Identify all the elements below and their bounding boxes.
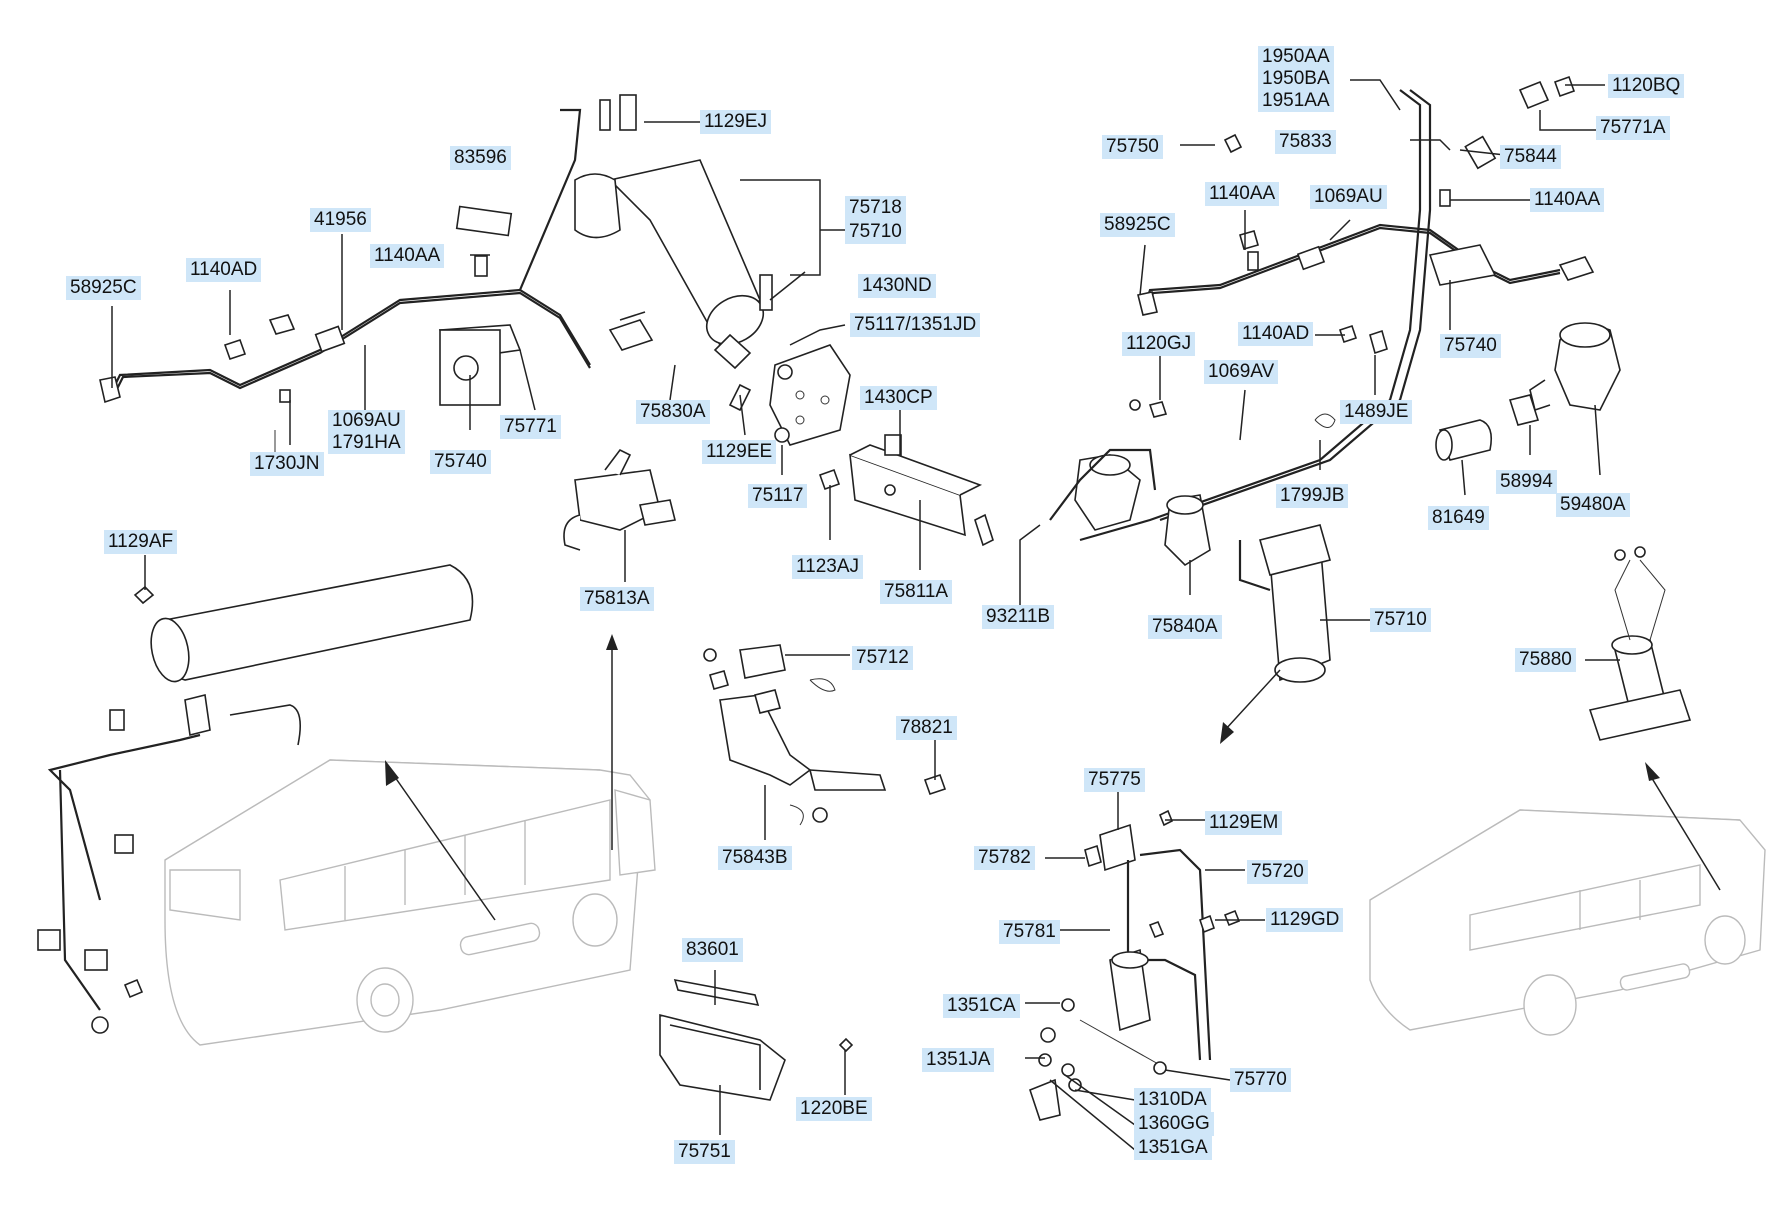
left-bus-illustration <box>164 759 656 1046</box>
callout-1950aa-1950ba-1951aa: 1950AA 1950BA 1951AA <box>1258 46 1334 112</box>
callout-75718: 75718 <box>845 196 906 220</box>
callout-75710-top: 75710 <box>845 220 906 244</box>
callout-81649: 81649 <box>1428 506 1489 530</box>
callout-58925c-right: 58925C <box>1100 213 1175 237</box>
right-bus-illustration <box>1369 809 1766 1036</box>
callout-1120gj: 1120GJ <box>1122 332 1196 356</box>
callout-58994: 58994 <box>1496 470 1557 494</box>
callout-75833: 75833 <box>1275 130 1336 154</box>
callout-75710-right: 75710 <box>1370 608 1431 632</box>
callout-1360gg: 1360GG <box>1134 1112 1214 1136</box>
callout-75843b: 75843B <box>718 846 792 870</box>
callout-1310da: 1310DA <box>1134 1088 1211 1112</box>
callout-75771: 75771 <box>500 415 561 439</box>
callout-75880: 75880 <box>1515 648 1576 672</box>
callout-1430nd: 1430ND <box>858 274 936 298</box>
callout-1351ja: 1351JA <box>922 1048 995 1072</box>
callout-75840a: 75840A <box>1148 615 1222 639</box>
callout-1430cp: 1430CP <box>860 386 937 410</box>
callout-75740-right: 75740 <box>1440 334 1501 358</box>
callout-75781: 75781 <box>999 920 1060 944</box>
callout-1129em: 1129EM <box>1205 811 1283 835</box>
callout-1129af: 1129AF <box>104 530 178 554</box>
callout-75117: 75117 <box>748 484 808 508</box>
callout-75117-1351jd: 75117/1351JD <box>850 313 981 337</box>
callout-75750: 75750 <box>1102 135 1163 159</box>
callout-41956: 41956 <box>310 208 371 232</box>
callout-78821: 78821 <box>896 716 957 740</box>
callout-75844: 75844 <box>1500 145 1561 169</box>
callout-1140aa-right-2: 1140AA <box>1530 188 1605 212</box>
callout-75720: 75720 <box>1247 860 1308 884</box>
callout-1351ca: 1351CA <box>943 994 1020 1018</box>
callout-75782: 75782 <box>974 846 1035 870</box>
callout-75712: 75712 <box>852 646 913 670</box>
callout-1129ej: 1129EJ <box>700 110 772 134</box>
callout-1140aa-right-1: 1140AA <box>1205 182 1280 206</box>
callout-75813a: 75813A <box>580 587 654 611</box>
callout-83596: 83596 <box>450 146 511 170</box>
callout-1140ad-right: 1140AD <box>1238 322 1314 346</box>
callout-58925c-left: 58925C <box>66 276 141 300</box>
callout-1140aa-left: 1140AA <box>370 244 445 268</box>
callout-75771a: 75771A <box>1596 116 1670 140</box>
callout-1069av: 1069AV <box>1204 360 1279 384</box>
leader-lines <box>111 79 1620 1151</box>
callout-1129ee: 1129EE <box>702 440 777 464</box>
callout-1129gd: 1129GD <box>1266 908 1344 932</box>
callout-1140ad-left: 1140AD <box>186 258 262 282</box>
callout-83601: 83601 <box>682 938 743 962</box>
callout-1489je: 1489JE <box>1340 400 1413 424</box>
callout-1730jn: 1730JN <box>250 452 324 476</box>
callout-75751: 75751 <box>674 1140 735 1164</box>
callout-59480a: 59480A <box>1556 493 1630 517</box>
air-tank <box>133 564 474 683</box>
callout-75770: 75770 <box>1230 1068 1291 1092</box>
callout-1120bq: 1120BQ <box>1608 74 1685 98</box>
left-bottom-piping <box>37 694 301 1034</box>
left-top-assembly <box>99 94 773 460</box>
callout-1069au-right: 1069AU <box>1310 185 1387 209</box>
callout-1123aj: 1123AJ <box>792 555 864 579</box>
right-bottom-assembly <box>1029 809 1241 1121</box>
callout-93211b: 93211B <box>982 605 1055 629</box>
callout-1220be: 1220BE <box>796 1097 872 1121</box>
callout-1351ga: 1351GA <box>1134 1136 1212 1160</box>
callout-1799jb: 1799JB <box>1276 484 1349 508</box>
callout-75740-left: 75740 <box>430 450 491 474</box>
callout-1069au-1791ha: 1069AU 1791HA <box>328 410 405 454</box>
callout-75830a: 75830A <box>636 400 710 424</box>
callout-75775: 75775 <box>1084 768 1145 792</box>
center-parts <box>385 344 994 1101</box>
callout-75811a: 75811A <box>880 580 953 604</box>
